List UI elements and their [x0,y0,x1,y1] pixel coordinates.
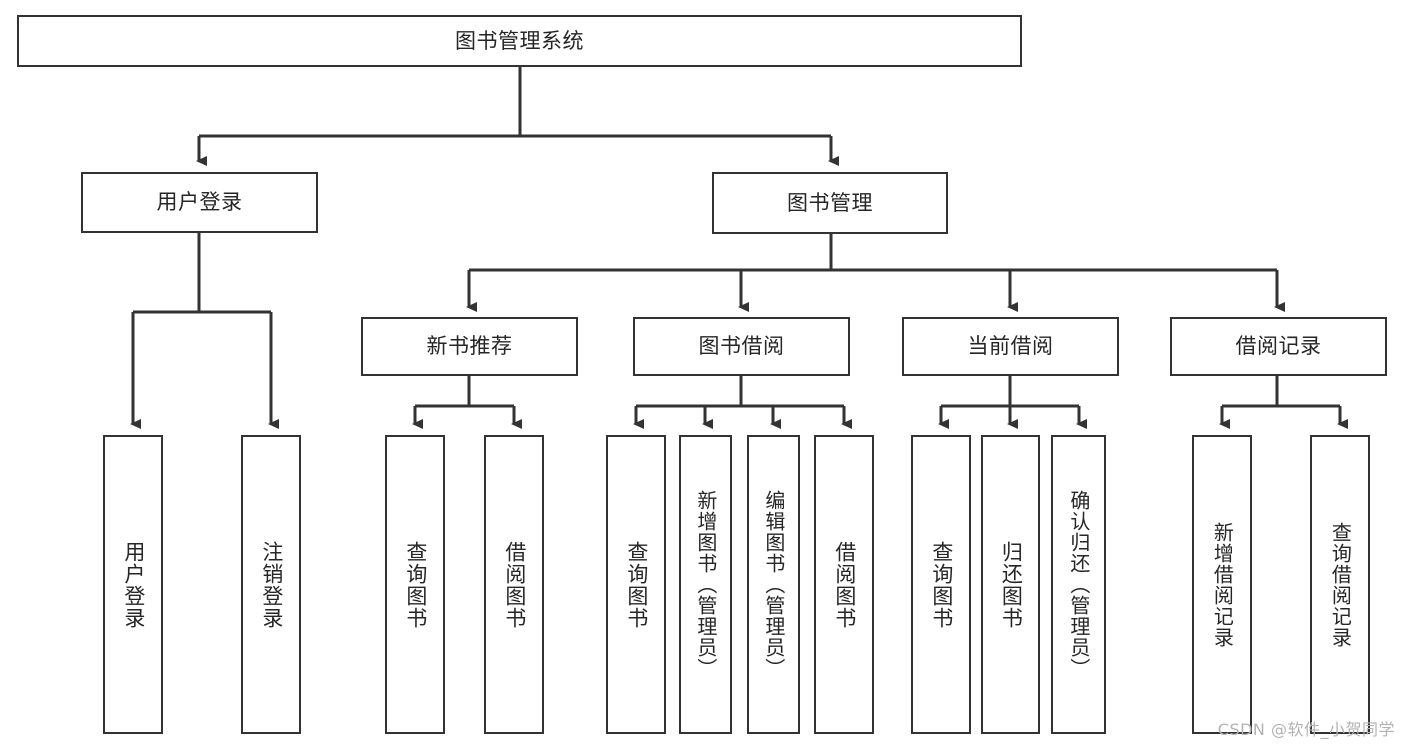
node-leaf-return-book[interactable]: 归还图书 [981,435,1040,734]
node-leaf-add-book[interactable]: 新增图书（管理员） [679,435,732,734]
node-user-login-label: 用户登录 [156,190,243,215]
node-leaf-add-book-label: 新增图书（管理员） [693,490,718,679]
node-new-book-rec[interactable]: 新书推荐 [361,317,578,376]
node-new-book-rec-label: 新书推荐 [426,334,513,359]
node-leaf-borrow-book-1[interactable]: 借阅图书 [484,435,544,734]
node-leaf-query-book-1-label: 查询图书 [403,540,428,629]
node-borrow-record[interactable]: 借阅记录 [1170,317,1387,376]
node-current-borrow[interactable]: 当前借阅 [902,317,1119,376]
node-leaf-query-book-3-label: 查询图书 [929,540,954,629]
node-leaf-confirm-return[interactable]: 确认归还（管理员） [1051,435,1106,734]
node-root[interactable]: 图书管理系统 [17,15,1022,67]
node-leaf-logout[interactable]: 注销登录 [241,435,301,734]
node-leaf-borrow-book-1-label: 借阅图书 [502,540,527,629]
node-leaf-query-record[interactable]: 查询借阅记录 [1310,435,1370,734]
node-leaf-edit-book-label: 编辑图书（管理员） [761,490,786,679]
node-book-borrow-label: 图书借阅 [698,334,785,359]
node-root-label: 图书管理系统 [455,28,584,53]
node-leaf-add-record[interactable]: 新增借阅记录 [1192,435,1252,734]
node-current-borrow-label: 当前借阅 [967,334,1054,359]
node-user-login[interactable]: 用户登录 [81,172,318,233]
node-leaf-user-login[interactable]: 用户登录 [103,435,163,734]
node-leaf-borrow-book-2[interactable]: 借阅图书 [814,435,874,734]
node-leaf-user-login-label: 用户登录 [121,540,146,629]
node-leaf-logout-label: 注销登录 [259,540,284,629]
node-leaf-add-record-label: 新增借阅记录 [1210,521,1235,648]
node-book-manage[interactable]: 图书管理 [712,172,948,234]
node-leaf-query-book-3[interactable]: 查询图书 [911,435,971,734]
node-leaf-query-book-2[interactable]: 查询图书 [606,435,666,734]
node-book-borrow[interactable]: 图书借阅 [633,317,850,376]
node-leaf-confirm-return-label: 确认归还（管理员） [1066,490,1091,679]
node-leaf-query-book-2-label: 查询图书 [624,540,649,629]
node-leaf-query-book-1[interactable]: 查询图书 [385,435,445,734]
csdn-watermark: CSDN @软件_小贺同学 [1217,720,1395,739]
node-leaf-query-record-label: 查询借阅记录 [1328,521,1353,648]
node-leaf-edit-book[interactable]: 编辑图书（管理员） [747,435,800,734]
node-book-manage-label: 图书管理 [787,190,873,215]
node-leaf-borrow-book-2-label: 借阅图书 [832,540,857,629]
node-borrow-record-label: 借阅记录 [1235,334,1322,359]
node-leaf-return-book-label: 归还图书 [999,540,1024,629]
